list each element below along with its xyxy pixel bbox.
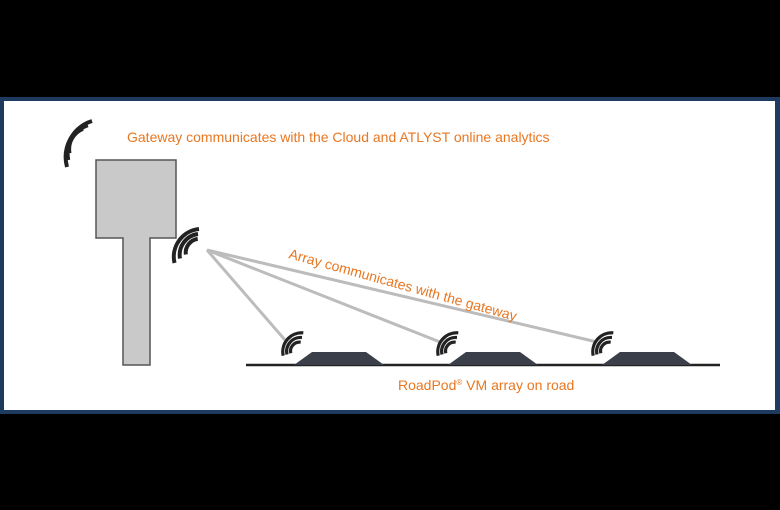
road-label-suffix: VM array on road	[462, 377, 574, 393]
link-line-pod-3	[206, 248, 598, 344]
array-label: Array communicates with the gateway	[287, 245, 518, 323]
link-lines	[205, 248, 598, 344]
roadpod-sensor-icon	[436, 331, 538, 365]
roadpod-sensor-icon	[281, 331, 384, 365]
road-label-registered-mark: ®	[456, 378, 462, 387]
gateway-side-signal-icon	[171, 227, 200, 264]
link-line-pod-1	[205, 249, 287, 341]
gateway-device-icon	[95, 159, 177, 366]
road-label-prefix: RoadPod	[398, 377, 456, 393]
roadpod-sensor-icon	[591, 331, 692, 365]
signal-waves-icon	[63, 119, 93, 168]
gateway-label: Gateway communicates with the Cloud and …	[127, 129, 550, 145]
link-line-pod-2	[206, 248, 441, 344]
road-label: RoadPod® VM array on road	[398, 377, 574, 393]
